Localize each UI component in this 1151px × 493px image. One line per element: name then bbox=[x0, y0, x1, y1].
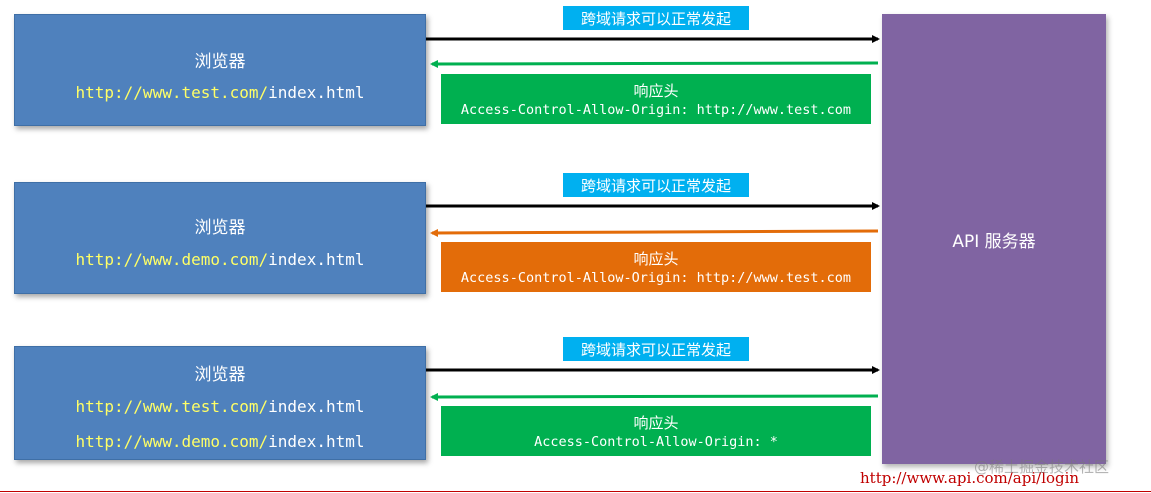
browser-url: http://www.test.com/index.html bbox=[15, 83, 425, 102]
browser-url: http://www.demo.com/index.html bbox=[15, 432, 425, 451]
bottom-rule bbox=[0, 491, 1151, 492]
url-path: index.html bbox=[268, 250, 365, 269]
url-path: index.html bbox=[268, 397, 365, 416]
response-title: 响应头 bbox=[633, 414, 679, 432]
watermark: @稀土掘金技术社区 bbox=[974, 458, 1110, 476]
response-arrow-2 bbox=[430, 228, 879, 237]
request-label-3: 跨域请求可以正常发起 bbox=[563, 337, 749, 361]
url-path: index.html bbox=[268, 432, 365, 451]
api-server-label: API 服务器 bbox=[952, 231, 1036, 252]
response-box-3: 响应头 Access-Control-Allow-Origin: * bbox=[441, 406, 871, 456]
response-box-1: 响应头 Access-Control-Allow-Origin: http://… bbox=[441, 74, 871, 124]
browser-title: 浏览器 bbox=[194, 218, 246, 238]
browser-title: 浏览器 bbox=[194, 52, 246, 72]
request-label-1: 跨域请求可以正常发起 bbox=[563, 6, 749, 30]
response-title: 响应头 bbox=[633, 82, 679, 100]
url-domain: http://www.test.com/ bbox=[75, 397, 269, 416]
response-arrow-3 bbox=[430, 392, 879, 401]
browser-box-1: 浏览器 http://www.test.com/index.html bbox=[14, 14, 426, 126]
response-box-2: 响应头 Access-Control-Allow-Origin: http://… bbox=[441, 242, 871, 292]
api-server-box: API 服务器 bbox=[882, 14, 1106, 464]
browser-url: http://www.test.com/index.html bbox=[15, 397, 425, 416]
footer-url: http://www.api.com/api/login bbox=[860, 469, 1080, 487]
response-header: Access-Control-Allow-Origin: http://www.… bbox=[460, 102, 852, 118]
response-header: Access-Control-Allow-Origin: http://www.… bbox=[460, 270, 852, 286]
request-label-2: 跨域请求可以正常发起 bbox=[563, 173, 749, 197]
url-domain: http://www.demo.com/ bbox=[75, 432, 269, 451]
url-domain: http://www.test.com/ bbox=[75, 83, 269, 102]
url-path: index.html bbox=[268, 83, 365, 102]
response-arrow-1 bbox=[430, 59, 879, 68]
response-header: Access-Control-Allow-Origin: * bbox=[534, 434, 778, 450]
browser-title: 浏览器 bbox=[194, 365, 246, 385]
browser-box-2: 浏览器 http://www.demo.com/index.html bbox=[14, 182, 426, 294]
browser-url: http://www.demo.com/index.html bbox=[15, 250, 425, 269]
browser-box-3: 浏览器 http://www.test.com/index.html http:… bbox=[14, 346, 426, 460]
response-title: 响应头 bbox=[633, 250, 679, 268]
url-domain: http://www.demo.com/ bbox=[75, 250, 269, 269]
